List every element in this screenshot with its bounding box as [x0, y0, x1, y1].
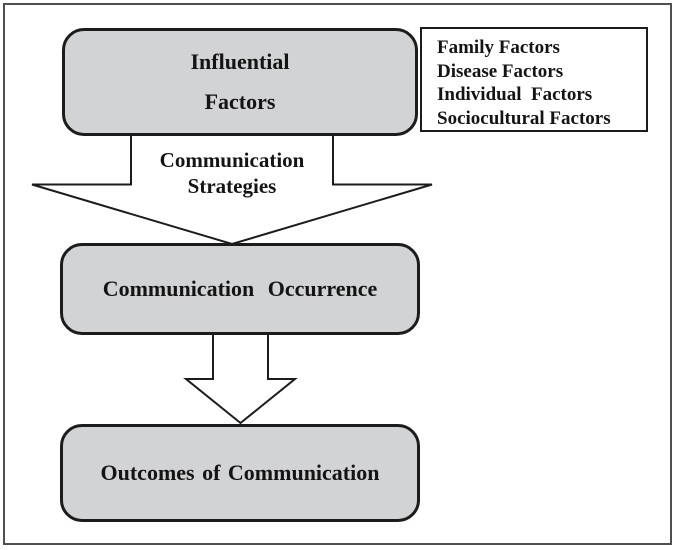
factor-list-item-family: Family Factors: [437, 37, 560, 58]
outcomes-of-communication-label: Outcomes of Communication: [100, 460, 380, 485]
funnel-arrow-icon: [31, 133, 433, 246]
influential-factors-box: Influential Factors: [62, 28, 418, 136]
communication-occurrence-label: Communication Occurrence: [102, 276, 378, 301]
communication-strategies-label: Communication Strategies: [131, 147, 333, 199]
influential-factors-line1: Influential: [190, 49, 290, 74]
down-arrow-icon: [183, 333, 298, 425]
factor-list-item-individual: Individual Factors: [437, 84, 593, 105]
communication-strategies-line2: Strategies: [187, 174, 277, 198]
influential-factors-line2: Factors: [204, 89, 276, 114]
communication-strategies-line1: Communication: [159, 148, 305, 172]
outcomes-of-communication-box: Outcomes of Communication: [60, 424, 420, 522]
influential-factors-label: Influential Factors: [190, 42, 289, 122]
factor-list-item-disease: Disease Factors: [437, 60, 564, 82]
factor-list-box: Family Factors Disease Factors Individua…: [420, 27, 648, 132]
factor-list-item-sociocultural: Sociocultural Factors: [437, 107, 611, 129]
communication-occurrence-box: Communication Occurrence: [60, 243, 420, 335]
